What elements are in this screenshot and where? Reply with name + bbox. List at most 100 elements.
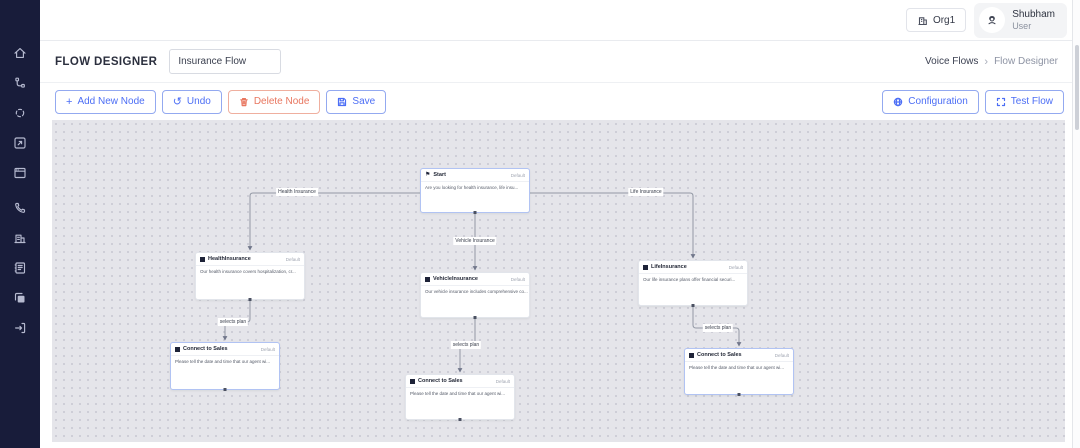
globe-icon [894,97,903,106]
collections-icon [14,292,25,303]
breadcrumb-flow-designer: Flow Designer [994,56,1058,67]
node-title: HealthInsurance [208,256,251,262]
sidebar-item-integrations[interactable] [0,98,40,128]
node-title: LifeInsurance [651,264,687,270]
node-body: Please tell the date and time that our a… [406,387,514,399]
sidebar-item-home[interactable] [0,38,40,68]
home-icon [14,48,26,58]
node-square-icon [175,346,180,352]
node-connection-handle[interactable] [248,298,252,301]
node-header: ⚑Start Default [421,169,529,181]
node-square-icon [425,276,430,282]
node-connection-handle[interactable] [458,418,462,421]
org-switcher-button[interactable]: Org1 [905,8,967,32]
toolbar-right: Configuration Test Flow [882,89,1064,114]
scrollbar-thumb[interactable] [1074,45,1079,130]
user-name: Shubham [1012,8,1055,20]
logs-icon [14,262,26,274]
node-square-icon [643,264,648,270]
sidebar-item-organization[interactable] [0,223,40,253]
organization-icon [14,234,26,244]
flag-icon: ⚑ [425,172,431,178]
node-title: Connect to Sales [418,378,463,384]
node-default-badge: Default [510,172,525,178]
node-connection-handle[interactable] [691,304,695,307]
node-title: VehicleInsurance [433,276,478,282]
edge-label: Life Insurance [628,188,664,196]
flow-edge [530,192,696,259]
node-body: Please tell the date and time that our a… [171,355,279,367]
undo-button[interactable]: ↺ Undo [161,89,222,114]
flow-icon [15,77,25,88]
node-header: HealthInsurance Default [196,253,304,265]
user-menu[interactable]: Shubham User [974,2,1067,38]
node-connection-handle[interactable] [473,211,477,214]
save-button[interactable]: Save [326,89,387,114]
node-title: Connect to Sales [697,352,742,358]
node-default-badge: Default [510,276,525,282]
sidebar-item-logout[interactable] [0,313,40,343]
breadcrumb: Voice Flows › Flow Designer [925,56,1058,68]
user-role: User [1012,20,1032,31]
configuration-button[interactable]: Configuration [882,89,979,114]
node-connection-handle[interactable] [223,388,227,391]
flow-name-input[interactable] [169,49,282,74]
node-connection-handle[interactable] [737,393,741,396]
node-square-icon [200,256,205,262]
flow-edge [247,192,420,251]
node-square-icon [410,378,415,384]
sidebar-item-logs[interactable] [0,253,40,283]
topbar: Org1 Shubham User [40,0,1072,41]
node-title: Start [433,172,446,178]
edge-label: Vehicle Insurance [453,237,497,245]
node-body: Our life insurance plans offer financial… [639,273,747,285]
user-headset-icon [988,15,996,25]
node-header: Connect to Sales Default [406,375,514,387]
trash-icon [240,97,248,106]
browser-window-icon [14,167,26,179]
integrations-icon [15,108,25,118]
sidebar-item-browser[interactable] [0,158,40,188]
edge-label: selects plan [702,324,734,332]
delete-node-button[interactable]: Delete Node [227,89,321,114]
save-icon [338,97,347,106]
sidebar-item-flows[interactable] [0,68,40,98]
phone-icon [15,202,26,213]
node-body: Please tell the date and time that our a… [685,361,793,373]
building-icon [918,16,927,25]
logout-icon [15,322,26,334]
page-title: FLOW DESIGNER [55,55,158,68]
node-title: Connect to Sales [183,346,228,352]
node-default-badge: Default [728,264,743,270]
node-body: Our health insurance covers hospitalizat… [196,265,304,277]
sidebar-item-calls[interactable] [0,193,40,223]
node-square-icon [689,352,694,358]
org-label: Org1 [932,14,956,26]
breadcrumb-voice-flows[interactable]: Voice Flows [925,56,979,67]
edge-label: selects plan [450,341,482,349]
node-connection-handle[interactable] [473,316,477,319]
test-flow-button[interactable]: Test Flow [984,89,1064,114]
sidebar [0,0,40,448]
node-body: Are you looking for health insurance, li… [421,181,529,193]
node-header: VehicleInsurance Default [421,273,529,285]
node-default-badge: Default [495,378,510,384]
sidebar-item-screen[interactable] [0,128,40,158]
plus-icon: + [66,95,73,108]
node-default-badge: Default [285,256,300,262]
main-area: Org1 Shubham User FLOW DESIGNER Voice Fl… [40,0,1072,448]
scrollbar-track[interactable] [1072,0,1080,448]
sidebar-item-collections[interactable] [0,283,40,313]
add-new-node-button[interactable]: + Add New Node [55,89,156,114]
toolbar: + Add New Node ↺ Undo Delete Node Save C… [40,83,1072,120]
